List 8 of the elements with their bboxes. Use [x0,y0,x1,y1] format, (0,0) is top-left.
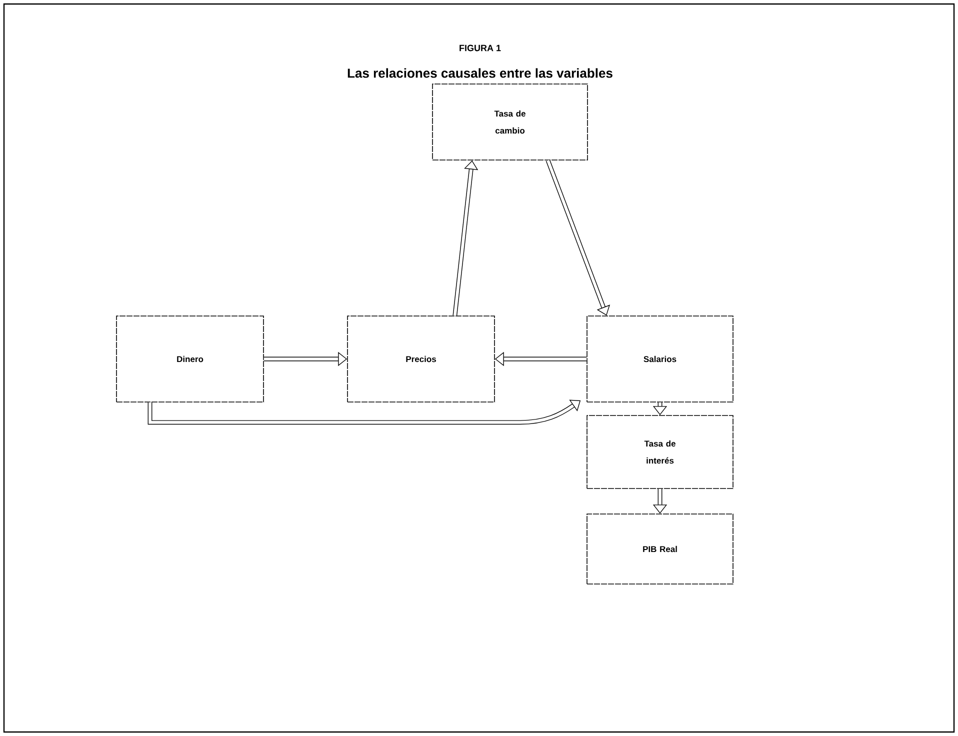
variable-box: Salarios [586,316,734,402]
figure-caption: Las relaciones causales entre las variables [348,68,612,78]
variable-box: Tasa de cambio [432,84,588,160]
figure-title: FIGURA 1 [460,44,501,52]
variable-box: Dinero [116,316,264,402]
variable-box: Tasa de interés [586,415,734,489]
variable-box: Precios [347,316,495,402]
variable-box: PIB Real [586,514,734,584]
